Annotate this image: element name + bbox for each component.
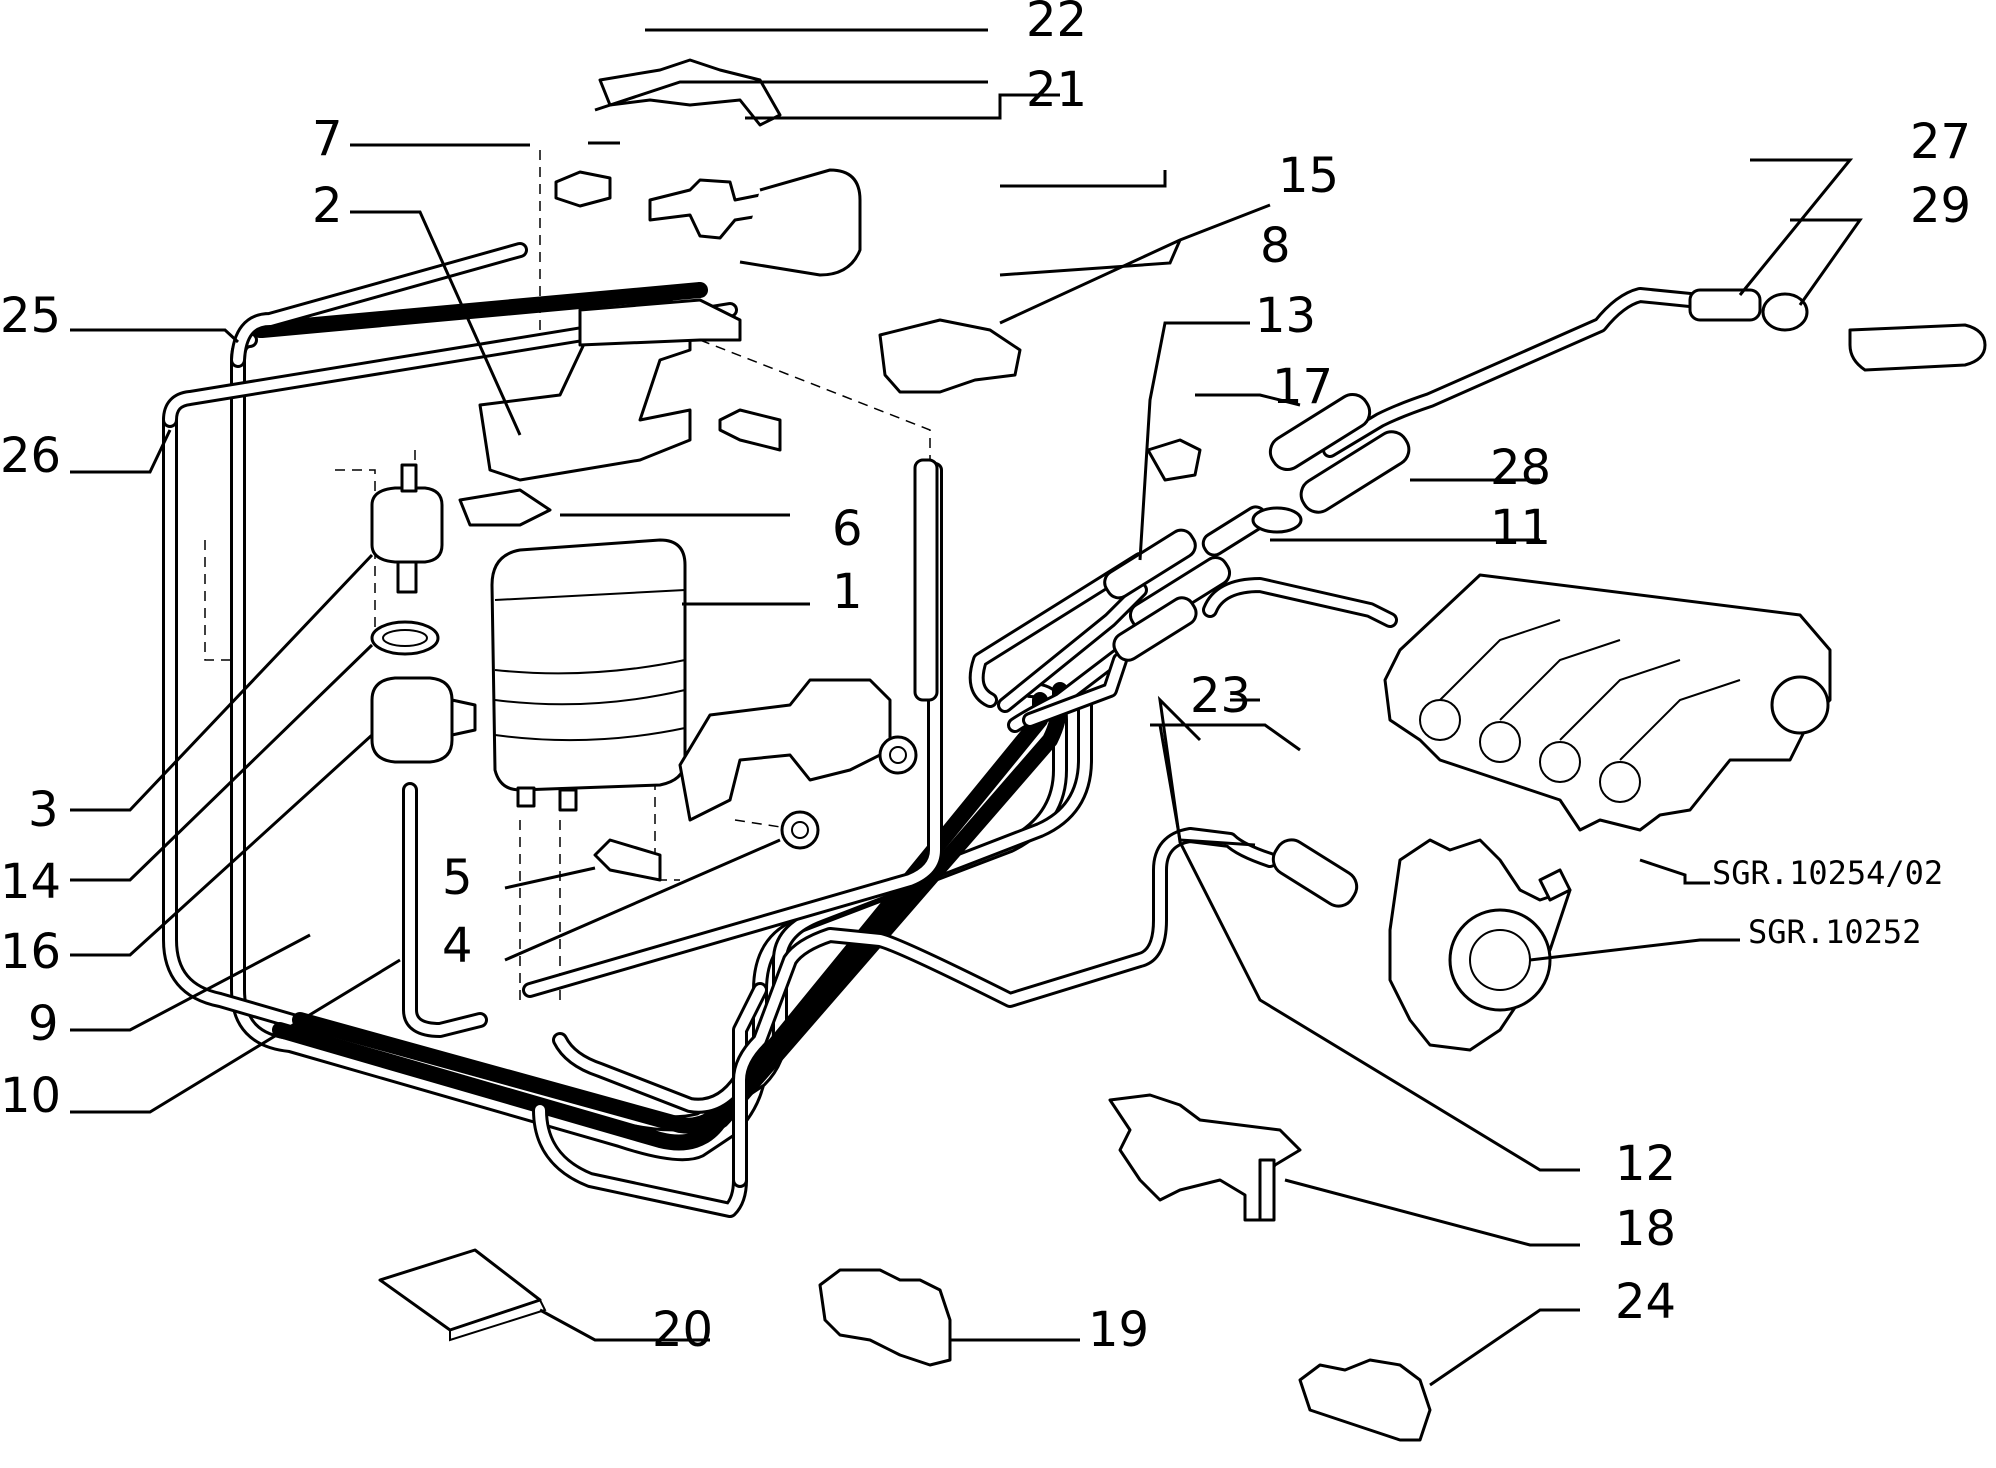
callout-21: 21 [1026,62,1087,118]
callout-17: 17 [1272,359,1333,415]
callout-23: 23 [1190,668,1251,724]
callout-3: 3 [28,782,59,838]
callout-25: 25 [0,288,61,344]
return-fitting [1688,288,1987,372]
callout-19: 19 [1088,1302,1149,1358]
support-bracket-8 [678,678,918,822]
callout-9: 9 [28,996,59,1052]
pipe-bracket-22 [598,58,782,127]
callout-24: 24 [1615,1274,1676,1330]
callout-16: 16 [0,924,61,980]
pipe-clip-18 [1108,1093,1302,1222]
pipe-clip-24 [1298,1358,1432,1442]
callout-28: 28 [1490,440,1551,496]
callout-12: 12 [1615,1136,1676,1192]
callout-numbers: 1 2 3 4 5 6 7 8 9 10 11 12 13 14 15 16 1… [0,0,1971,1358]
fuel-line-harness [162,242,1698,1218]
callout-11: 11 [1490,500,1551,556]
foam-pad [378,1248,547,1342]
pipe-clip-15 [878,318,1022,394]
nozzle-pipe [1271,838,1359,908]
callout-10: 10 [0,1068,61,1124]
solenoid-valve [370,463,444,594]
reference-turbo: SGR.10252 [1748,913,1921,951]
callout-29: 29 [1910,178,1971,234]
callout-20: 20 [652,1302,713,1358]
callout-5: 5 [442,850,473,906]
callout-27: 27 [1910,114,1971,170]
pipe-clip-17 [1146,438,1202,482]
callout-14: 14 [0,854,61,910]
callout-4: 4 [442,918,473,974]
pipe-connector [370,676,477,764]
hose-clamp [370,620,440,656]
callout-22: 22 [1026,0,1087,48]
callout-8: 8 [1260,218,1291,274]
reference-manifold: SGR.10254/02 [1712,854,1943,892]
callout-15: 15 [1278,148,1339,204]
canister-bracket [458,298,742,527]
callout-26: 26 [0,428,61,484]
fuel-vapour-canister [490,538,687,812]
pipe-clip-19 [818,1268,952,1367]
callout-13: 13 [1255,288,1316,344]
callout-2: 2 [312,178,343,234]
callout-7: 7 [312,111,343,167]
fasteners [554,170,820,882]
turbocharger [1388,838,1572,1052]
callout-1: 1 [832,564,863,620]
t-union [648,168,862,277]
leader-lines [70,28,1863,1387]
callout-18: 18 [1615,1201,1676,1257]
callout-6: 6 [832,501,863,557]
pipe-sleeves [1103,392,1411,662]
intake-manifold [1383,573,1832,832]
vertical-pipe-holder [913,458,939,702]
